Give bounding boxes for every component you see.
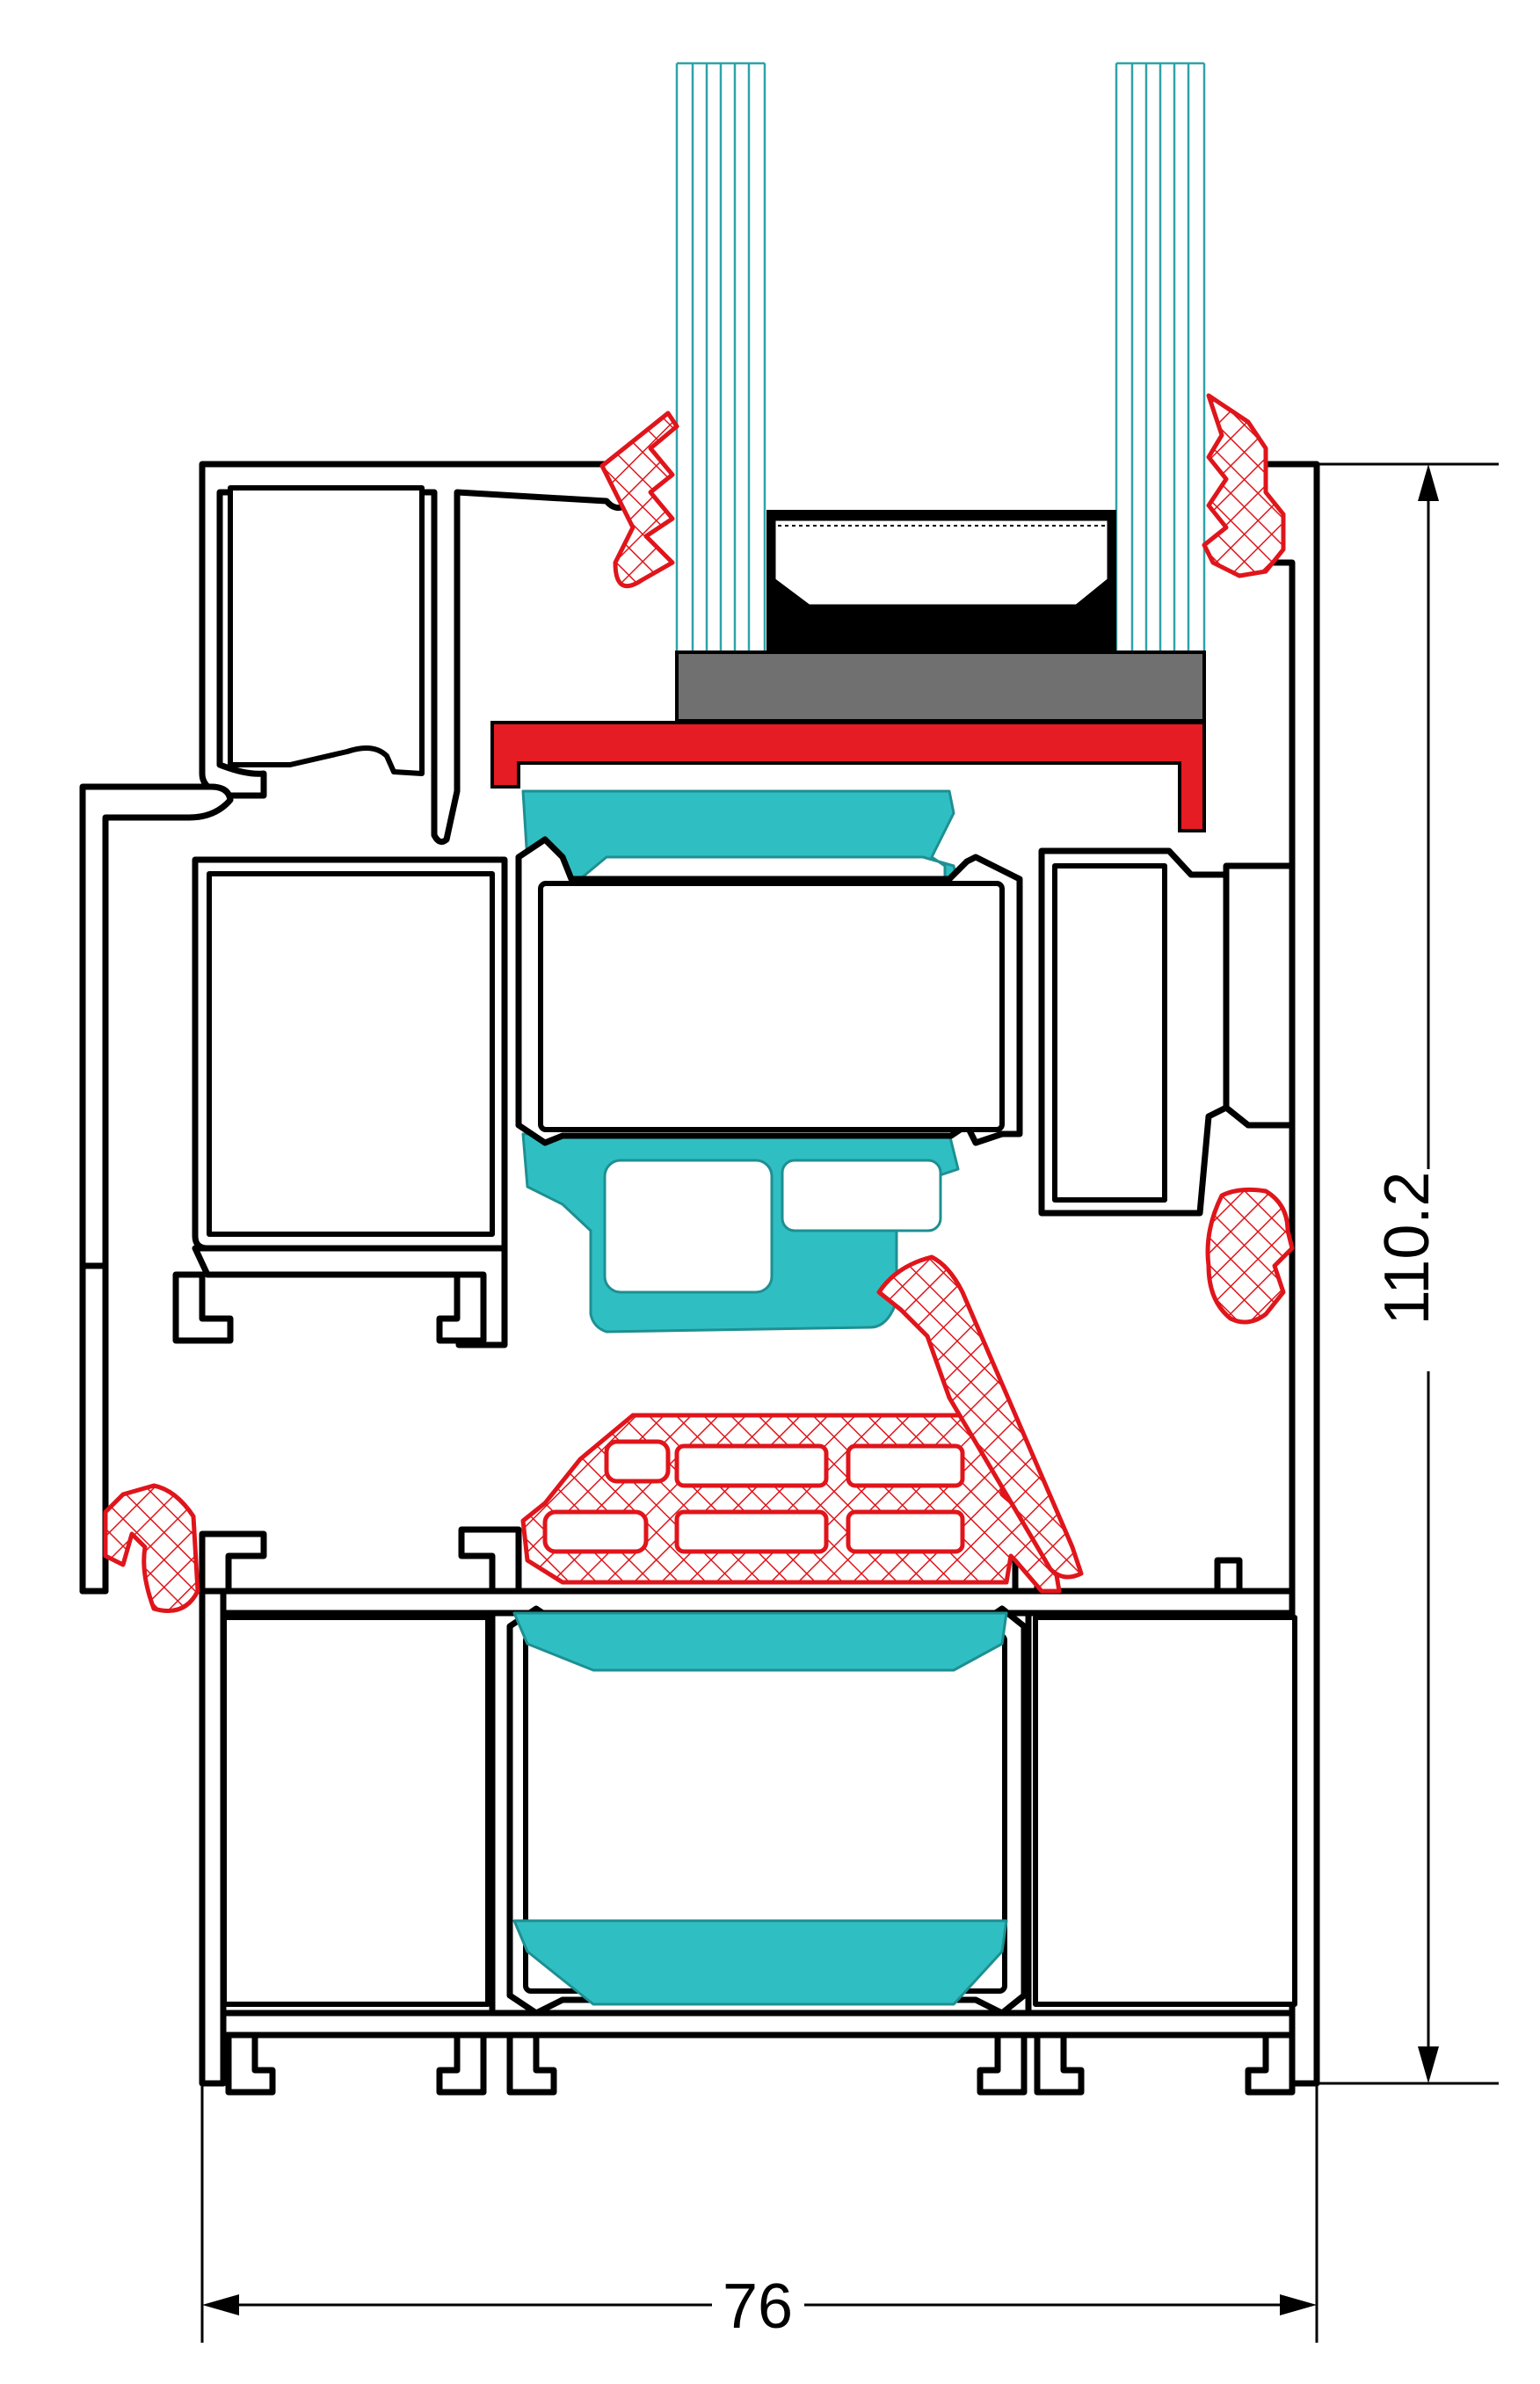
sash-thermal-break — [521, 789, 960, 1334]
sash-thermal-hole-left — [603, 1159, 774, 1294]
frame-top-rail — [199, 1588, 1296, 1617]
sash-fin-seal — [876, 1254, 1084, 1580]
center-gasket-hole-5 — [674, 1509, 829, 1554]
sash-main-box-inner — [207, 871, 495, 1237]
sash-left-seal — [103, 1483, 200, 1613]
frame-bottom-rail — [199, 2010, 1296, 2039]
center-gasket-hole-2 — [674, 1443, 829, 1488]
frame-right-box-inner — [1033, 1615, 1297, 2007]
sash-foot-hooks — [172, 1271, 487, 1344]
glass-pane-right — [1115, 62, 1206, 651]
frame-bottom-hooks — [225, 2031, 1296, 2096]
sash-right-inner — [1052, 863, 1167, 1203]
warm-edge-spacer — [766, 510, 1116, 651]
height-dimension-label: 110.2 — [1372, 1172, 1442, 1326]
glazing-gasket-outer — [1202, 393, 1286, 578]
width-dimension-label: 76 — [723, 2271, 793, 2342]
glass-pane-left — [675, 62, 766, 651]
glazing-gasket-inner — [599, 411, 679, 589]
sash-inner-chamber-a — [228, 485, 425, 776]
center-gasket-hole-3 — [846, 1443, 965, 1488]
center-gasket-hole-4 — [542, 1509, 649, 1554]
dim-arrow-bottom — [1418, 2046, 1439, 2083]
dim-arrow-top — [1418, 464, 1439, 501]
setting-block — [675, 651, 1206, 723]
sash-thermal-hole-right — [781, 1159, 942, 1232]
gaskets — [103, 393, 1295, 1613]
frame-left-outer-leg — [199, 1588, 227, 2087]
glazing-unit — [490, 62, 1206, 832]
dim-arrow-left — [202, 2294, 239, 2315]
frame-upper-right-rebate — [1223, 862, 1296, 1129]
frame-thermal-strip-top — [512, 1611, 1008, 1672]
dimension-height: 110.2 — [1318, 462, 1499, 2085]
dimension-width: 76 — [200, 2083, 1318, 2343]
sash-profile — [172, 461, 629, 1348]
sash-center-inner — [538, 881, 1005, 1132]
dim-arrow-right — [1280, 2294, 1317, 2315]
frame-right-seal — [1205, 1187, 1295, 1325]
sash-outer-left-rail — [79, 1262, 109, 1595]
frame-left-box-inner — [222, 1615, 490, 2007]
frame-thermal-break — [512, 1611, 1008, 2006]
frame-thermal-strip-bottom — [512, 1919, 1008, 2006]
center-gasket-hole-6 — [846, 1509, 965, 1554]
center-gasket-hole-1 — [604, 1439, 671, 1484]
glazing-channel — [490, 721, 1206, 832]
